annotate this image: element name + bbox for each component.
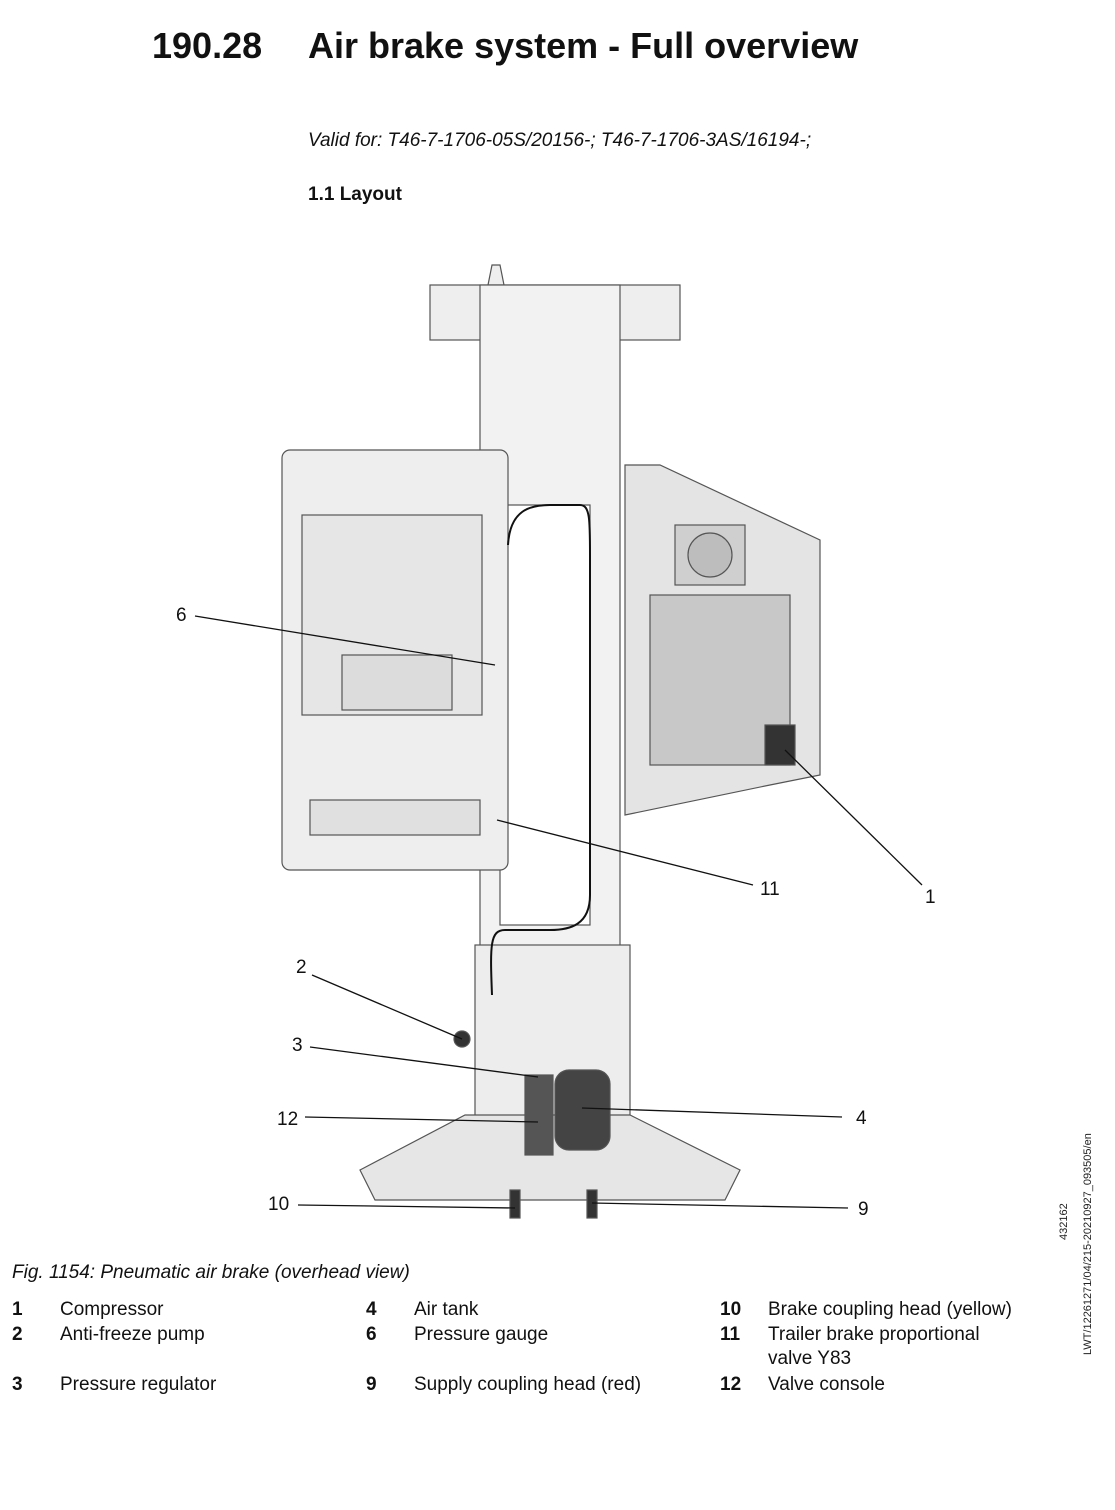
legend-item: 9 Supply coupling head (red) bbox=[366, 1373, 714, 1397]
leader-line-12 bbox=[304, 1116, 539, 1123]
legend-label: Trailer brake proportional valve Y83 bbox=[768, 1324, 980, 1369]
validity-note: Valid for: T46-7-1706-05S/20156-; T46-7-… bbox=[308, 130, 812, 151]
legend-label: Air tank bbox=[414, 1299, 479, 1320]
leader-line-9 bbox=[591, 1202, 849, 1209]
legend-label: Valve console bbox=[768, 1374, 885, 1395]
brake-system-figure: 6 11 1 2 3 12 4 10 9 bbox=[170, 255, 950, 1235]
layout-subheading: 1.1 Layout bbox=[308, 184, 402, 205]
callout-2: 2 bbox=[296, 957, 307, 978]
callout-6: 6 bbox=[176, 605, 187, 626]
fan-icon bbox=[687, 532, 733, 578]
cab-rear-step bbox=[309, 799, 481, 836]
legend-item: 12 Valve console bbox=[720, 1373, 1068, 1397]
front-eye bbox=[487, 264, 505, 286]
legend-label: Anti-freeze pump bbox=[60, 1324, 205, 1345]
legend-number: 1 bbox=[12, 1299, 23, 1320]
document-reference: LWT/12261271/04/215-20210927_093505/en bbox=[1082, 1133, 1094, 1355]
legend-number: 4 bbox=[366, 1299, 377, 1320]
leader-line-4 bbox=[581, 1107, 843, 1118]
callout-12: 12 bbox=[277, 1109, 298, 1130]
leader-line-2 bbox=[311, 974, 463, 1040]
legend-item: 10 Brake coupling head (yellow) bbox=[720, 1298, 1068, 1322]
legend-number: 6 bbox=[366, 1324, 377, 1345]
callout-1: 1 bbox=[925, 887, 936, 908]
section-title: Air brake system - Full overview bbox=[308, 25, 859, 66]
callout-10: 10 bbox=[268, 1194, 289, 1215]
leader-line-6 bbox=[194, 615, 496, 666]
legend-item: 4 Air tank bbox=[366, 1298, 714, 1322]
legend-number: 12 bbox=[720, 1374, 742, 1395]
leader-line-1 bbox=[784, 749, 923, 886]
legend-label: Compressor bbox=[60, 1299, 164, 1320]
legend-number: 2 bbox=[12, 1324, 23, 1345]
legend-number: 11 bbox=[720, 1324, 741, 1345]
air-tank-part bbox=[554, 1069, 611, 1151]
legend-item: 2 Anti-freeze pump bbox=[12, 1323, 350, 1347]
section-number: 190.28 bbox=[152, 25, 263, 66]
valve-console-part bbox=[524, 1074, 554, 1156]
brake-coupling-part bbox=[509, 1189, 521, 1219]
machine-overhead-drawing: 6 11 1 2 3 12 4 10 9 bbox=[176, 264, 936, 1220]
leader-line-11 bbox=[496, 819, 754, 886]
compressor-part bbox=[764, 724, 796, 766]
legend-number: 3 bbox=[12, 1374, 23, 1395]
legend-label: Pressure regulator bbox=[60, 1374, 217, 1395]
supply-coupling-part bbox=[586, 1189, 598, 1219]
leader-line-10 bbox=[297, 1204, 516, 1209]
legend-number: 10 bbox=[720, 1299, 742, 1320]
legend-number: 9 bbox=[366, 1374, 377, 1395]
callout-4: 4 bbox=[856, 1108, 867, 1129]
leader-line-3 bbox=[309, 1046, 539, 1078]
figure-caption: Fig. 1154: Pneumatic air brake (overhead… bbox=[12, 1262, 410, 1283]
callout-11: 11 bbox=[760, 879, 780, 900]
callout-9: 9 bbox=[858, 1199, 869, 1220]
legend-item: 11 Trailer brake proportional valve Y83 bbox=[720, 1323, 1018, 1371]
air-line bbox=[490, 504, 591, 996]
figure-code: 432162 bbox=[1058, 1203, 1070, 1240]
callout-3: 3 bbox=[292, 1035, 303, 1056]
rear-counterweight bbox=[359, 1114, 741, 1201]
legend-label: Brake coupling head (yellow) bbox=[768, 1299, 1012, 1320]
legend-label: Pressure gauge bbox=[414, 1324, 549, 1345]
legend-item: 6 Pressure gauge bbox=[366, 1323, 714, 1347]
legend-item: 1 Compressor bbox=[12, 1298, 350, 1322]
legend-item: 3 Pressure regulator bbox=[12, 1373, 350, 1397]
frame-opening bbox=[499, 504, 591, 926]
legend-label: Supply coupling head (red) bbox=[414, 1374, 642, 1395]
cab-panel bbox=[341, 654, 453, 711]
